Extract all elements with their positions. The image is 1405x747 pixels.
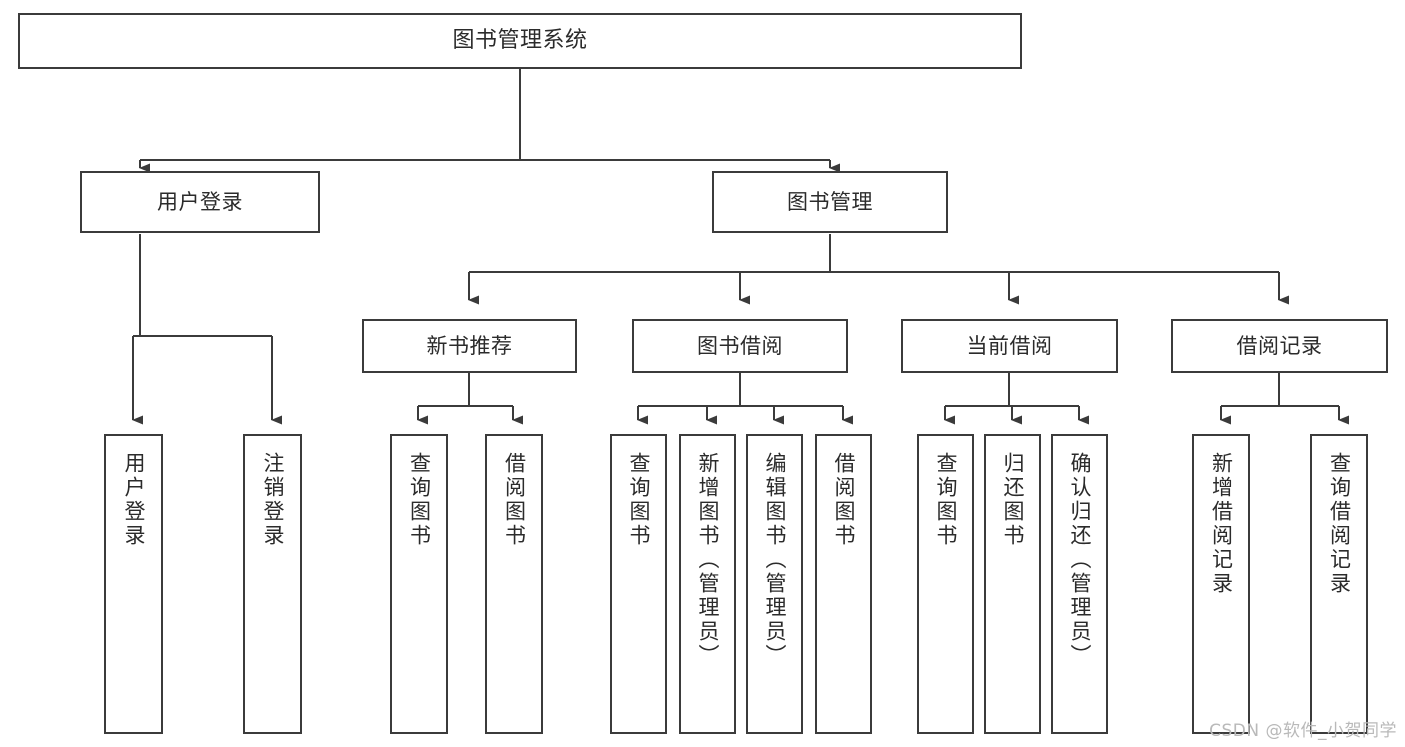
node-new-book-recommend[interactable]: 新书推荐 (362, 319, 577, 373)
leaf-bb-add-book-admin[interactable]: 新增图书（管理员） (679, 434, 736, 734)
leaf-bb-borrow-book-label: 借阅图书 (832, 452, 856, 548)
leaf-user-login-logout[interactable]: 注销登录 (243, 434, 302, 734)
node-book-borrow-label: 图书借阅 (697, 333, 783, 358)
node-book-management[interactable]: 图书管理 (712, 171, 948, 233)
leaf-nbr-query-book[interactable]: 查询图书 (390, 434, 448, 734)
leaf-br-query-record-label: 查询借阅记录 (1327, 452, 1352, 596)
leaf-user-login-logout-label: 注销登录 (261, 452, 285, 548)
node-new-book-recommend-label: 新书推荐 (426, 333, 513, 358)
leaf-user-login-login[interactable]: 用户登录 (104, 434, 163, 734)
leaf-bb-edit-book-admin[interactable]: 编辑图书（管理员） (746, 434, 803, 734)
node-root-label: 图书管理系统 (452, 28, 588, 54)
leaf-bb-query-book[interactable]: 查询图书 (610, 434, 667, 734)
node-book-management-label: 图书管理 (787, 189, 873, 214)
node-book-borrow[interactable]: 图书借阅 (632, 319, 848, 373)
leaf-cb-return-book-label: 归还图书 (1001, 452, 1025, 548)
node-borrow-record[interactable]: 借阅记录 (1171, 319, 1388, 373)
leaf-bb-query-book-label: 查询图书 (627, 452, 651, 548)
leaf-bb-edit-book-admin-label: 编辑图书（管理员） (763, 452, 787, 668)
leaf-cb-confirm-return-admin-label: 确认归还（管理员） (1068, 452, 1092, 668)
leaf-br-query-record[interactable]: 查询借阅记录 (1310, 434, 1368, 734)
leaf-nbr-borrow-book[interactable]: 借阅图书 (485, 434, 543, 734)
leaf-user-login-login-label: 用户登录 (122, 452, 146, 548)
leaf-cb-query-book[interactable]: 查询图书 (917, 434, 974, 734)
leaf-cb-confirm-return-admin[interactable]: 确认归还（管理员） (1051, 434, 1108, 734)
node-root-library-system[interactable]: 图书管理系统 (18, 13, 1022, 69)
leaf-bb-add-book-admin-label: 新增图书（管理员） (696, 452, 720, 668)
node-user-login[interactable]: 用户登录 (80, 171, 320, 233)
leaf-br-add-record-label: 新增借阅记录 (1209, 452, 1234, 596)
node-user-login-label: 用户登录 (157, 189, 243, 214)
leaf-br-add-record[interactable]: 新增借阅记录 (1192, 434, 1250, 734)
node-borrow-record-label: 借阅记录 (1236, 333, 1323, 358)
csdn-watermark: CSDN @软件_小贺同学 (1209, 721, 1397, 741)
leaf-cb-return-book[interactable]: 归还图书 (984, 434, 1041, 734)
leaf-cb-query-book-label: 查询图书 (934, 452, 958, 548)
leaf-nbr-borrow-book-label: 借阅图书 (502, 452, 527, 548)
node-current-borrow-label: 当前借阅 (966, 333, 1053, 358)
node-current-borrow[interactable]: 当前借阅 (901, 319, 1118, 373)
leaf-bb-borrow-book[interactable]: 借阅图书 (815, 434, 872, 734)
leaf-nbr-query-book-label: 查询图书 (407, 452, 432, 548)
